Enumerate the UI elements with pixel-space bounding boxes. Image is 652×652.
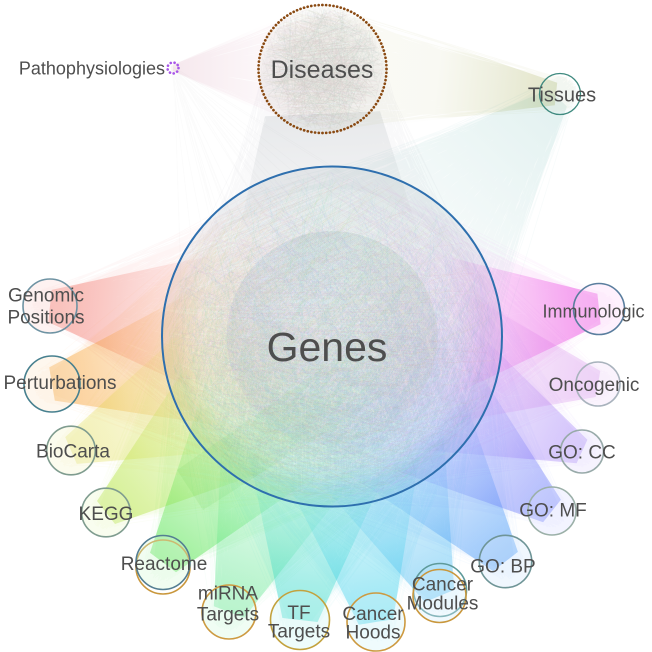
svg-text:GO: MF: GO: MF [519,501,587,522]
svg-text:Pathophysiologies: Pathophysiologies [19,59,165,79]
svg-text:Targets: Targets [197,605,259,626]
svg-text:Targets: Targets [268,622,330,643]
svg-text:GO: BP: GO: BP [470,557,535,578]
svg-text:GO: CC: GO: CC [548,443,616,464]
svg-text:Genomic: Genomic [8,286,84,307]
svg-text:Positions: Positions [7,308,84,329]
svg-text:Diseases: Diseases [271,56,374,84]
svg-text:TF: TF [287,603,310,624]
svg-text:Oncogenic: Oncogenic [549,375,640,396]
svg-text:Tissues: Tissues [528,85,596,107]
svg-text:Hoods: Hoods [346,623,401,644]
svg-text:Cancer: Cancer [342,604,404,625]
svg-text:Perturbations: Perturbations [3,373,116,394]
svg-text:BioCarta: BioCarta [36,442,110,463]
svg-text:Immunologic: Immunologic [542,302,644,322]
svg-text:Reactome: Reactome [121,554,208,575]
svg-text:Cancer: Cancer [412,575,474,596]
svg-text:miRNA: miRNA [198,584,258,605]
svg-text:KEGG: KEGG [79,504,134,525]
svg-text:Genes: Genes [267,324,388,370]
svg-text:Modules: Modules [407,594,479,615]
